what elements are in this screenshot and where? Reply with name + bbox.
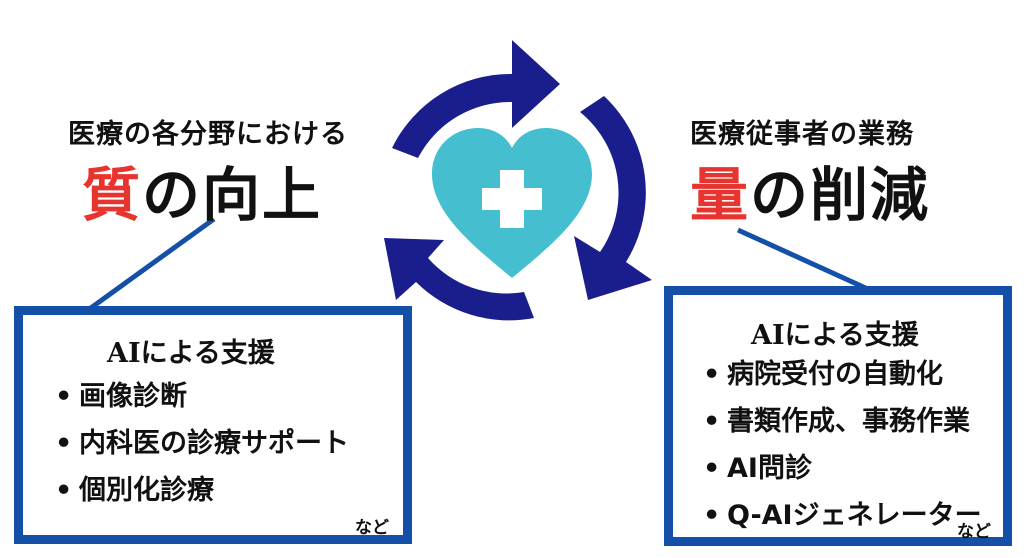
right-support-list: 病院受付の自動化 書類作成、事務作業 AI問診 Q-AIジェネレーター xyxy=(703,351,982,539)
left-subheading: 医療の各分野における xyxy=(68,119,348,150)
list-item: 病院受付の自動化 xyxy=(703,351,982,398)
right-subheading: 医療従事者の業務 xyxy=(690,119,914,150)
left-support-box: AIによる支援 画像診断 内科医の診療サポート 個別化診療 など xyxy=(14,306,412,544)
left-heading: 質の向上 xyxy=(82,148,322,232)
right-heading-rest: の削減 xyxy=(750,161,931,229)
list-item: 内科医の診療サポート xyxy=(55,420,349,467)
left-box-title: AIによる支援 xyxy=(107,338,275,369)
list-item: 個別化診療 xyxy=(55,467,349,514)
list-item: Q-AIジェネレーター xyxy=(703,492,982,539)
list-item: AI問診 xyxy=(703,445,982,492)
right-box-title: AIによる支援 xyxy=(751,320,919,351)
left-support-list: 画像診断 内科医の診療サポート 個別化診療 xyxy=(55,373,349,514)
heart-medical-cross-icon xyxy=(432,128,592,278)
right-support-box: AIによる支援 病院受付の自動化 書類作成、事務作業 AI問診 Q-AIジェネレ… xyxy=(664,286,1012,546)
left-heading-accent: 質 xyxy=(82,161,143,229)
cycle-arrow-top xyxy=(392,40,560,158)
list-item: 書類作成、事務作業 xyxy=(703,398,982,445)
cycle-arrow-right xyxy=(574,96,652,300)
cycle-arrow-left xyxy=(384,238,534,321)
right-heading-accent: 量 xyxy=(690,161,751,229)
left-etc-note: など xyxy=(355,518,389,538)
cycle-arrows xyxy=(384,40,652,321)
medical-cross-icon xyxy=(482,170,542,228)
right-heading: 量の削減 xyxy=(690,148,930,232)
right-connector-line xyxy=(736,227,872,293)
left-connector-line xyxy=(86,216,216,313)
left-heading-rest: の向上 xyxy=(142,161,323,229)
list-item: 画像診断 xyxy=(55,373,349,420)
right-etc-note: など xyxy=(957,522,991,542)
